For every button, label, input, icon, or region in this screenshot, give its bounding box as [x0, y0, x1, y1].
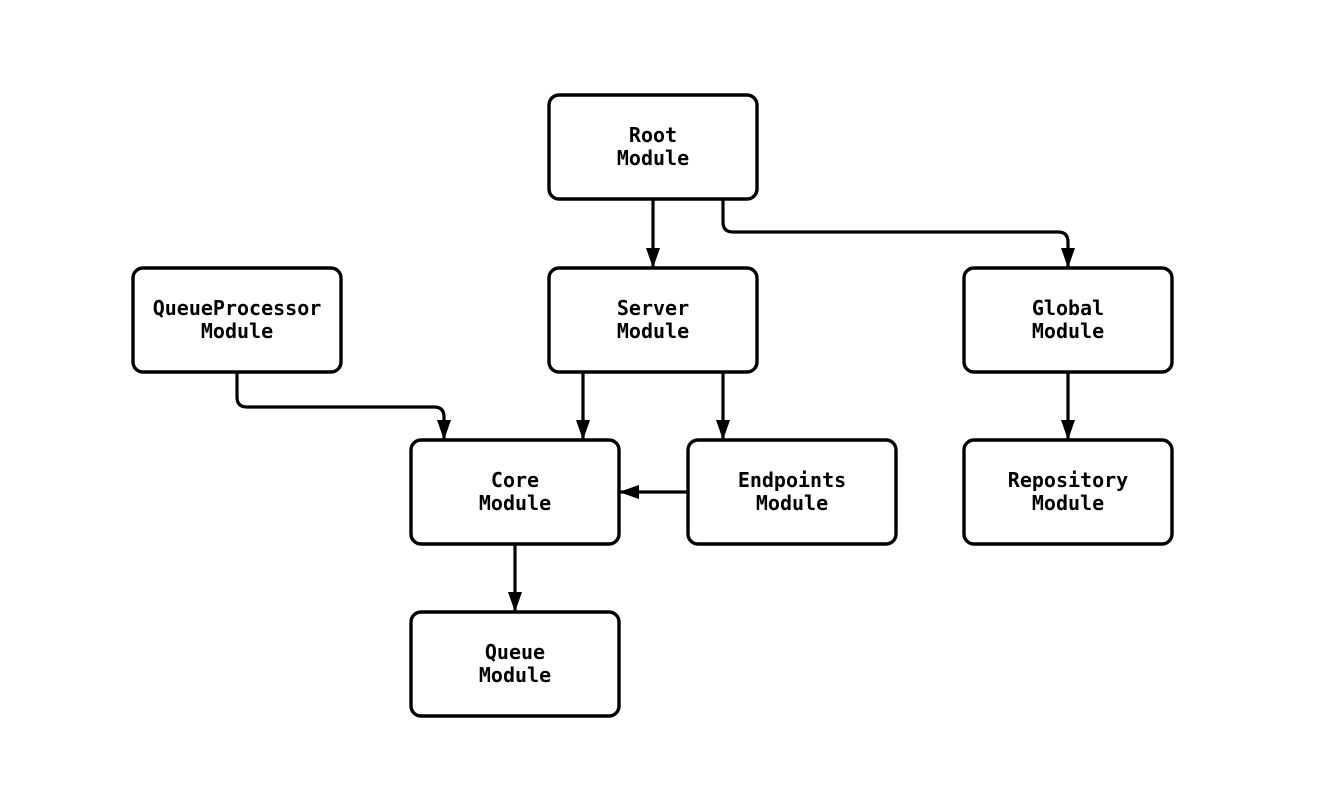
node-box [686, 438, 898, 546]
node-box [409, 610, 621, 718]
edge-root-to-global [721, 199, 1075, 268]
node-box [409, 438, 621, 546]
node-box [547, 93, 759, 201]
node-box [131, 266, 343, 374]
node-box [962, 266, 1174, 374]
node-box [962, 438, 1174, 546]
node-box [547, 266, 759, 374]
edge-queueprocessor-to-core [235, 372, 451, 440]
